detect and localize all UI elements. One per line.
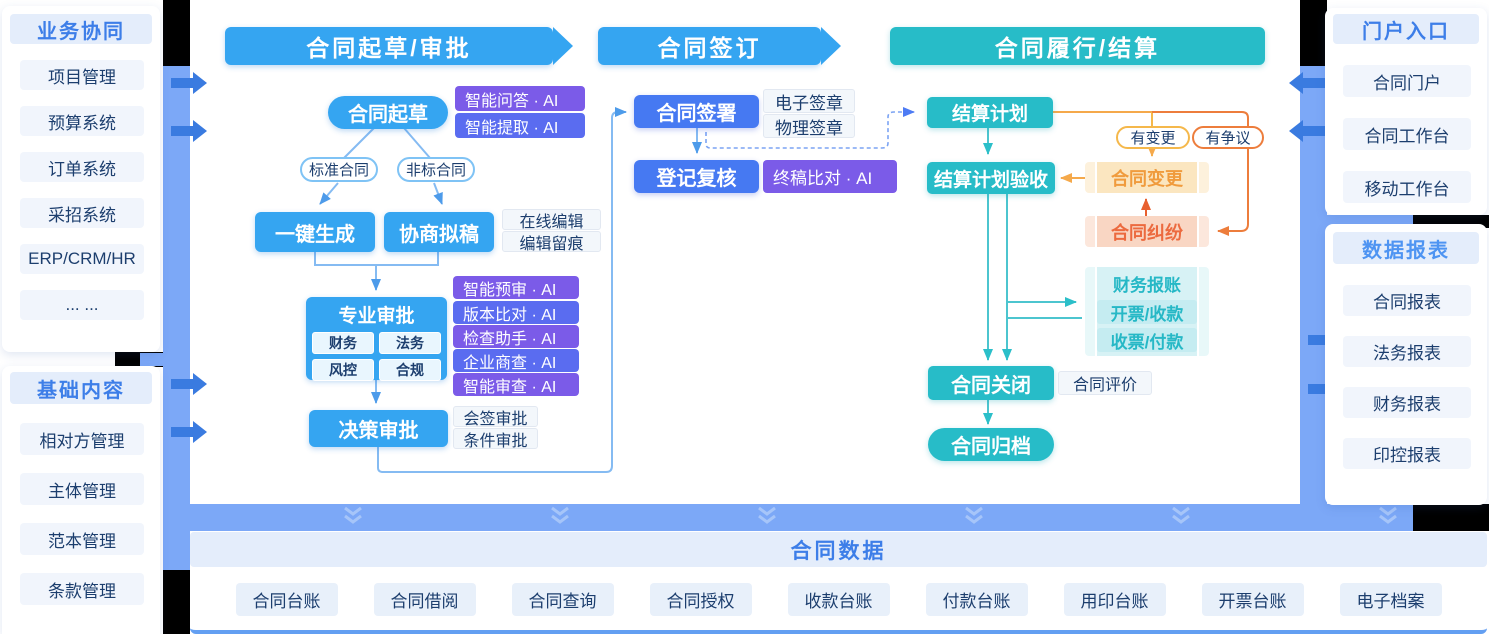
sidebar-item-entity-mgmt: 主体管理 (20, 473, 144, 505)
data-item-payment-ledger: 付款台账 (925, 583, 1028, 616)
ai-tag-check-assistant: 检查助手 · AI (453, 325, 579, 348)
node-register-review: 登记复核 (634, 160, 759, 193)
contract-data-items: 合同台账 合同借阅 合同查询 合同授权 收款台账 付款台账 用印台账 开票台账 … (190, 583, 1487, 616)
node-contract-close: 合同关闭 (928, 366, 1054, 400)
sub-compliance: 合规 (379, 359, 441, 381)
sidebar-item-project-mgmt: 项目管理 (20, 60, 144, 90)
contract-data-bar: 合同数据 合同台账 合同借阅 合同查询 合同授权 收款台账 付款台账 用印台账 … (190, 531, 1487, 634)
branch-standard-contract: 标准合同 (300, 157, 378, 182)
left-connector-band (163, 66, 190, 570)
tag-physical-seal: 物理签章 (763, 114, 855, 138)
professional-approval-label: 专业审批 (338, 306, 415, 327)
node-contract-change: 合同变更 (1085, 162, 1209, 193)
node-settlement-plan: 结算计划 (927, 97, 1053, 128)
node-financial-reimbursement: 财务报账 开票/收款 收票/付款 (1085, 267, 1209, 356)
sidebar-item-order-system: 订单系统 (20, 152, 144, 182)
tag-online-edit: 在线编辑 (502, 209, 601, 231)
tag-conditional-approval: 条件审批 (453, 428, 538, 450)
node-negotiated-draft: 协商拟稿 (384, 212, 494, 252)
bg-gap (1413, 504, 1489, 531)
phase-header-performance-settlement: 合同履行/结算 (890, 27, 1265, 65)
tag-edit-trace: 编辑留痕 (502, 231, 601, 253)
tag-electronic-seal: 电子签章 (763, 89, 855, 113)
panel-business-collaboration: 业务协同 项目管理 预算系统 订单系统 采招系统 ERP/CRM/HR ... … (2, 6, 160, 352)
tag-receipt-payment: 收票/付款 (1097, 328, 1197, 352)
data-item-contract-borrow: 合同借阅 (373, 583, 476, 616)
sidebar-item-contract-report: 合同报表 (1343, 285, 1471, 316)
panel-business-title: 业务协同 (10, 14, 152, 44)
node-contract-sign: 合同签署 (634, 95, 759, 128)
node-contract-dispute: 合同纠纷 (1085, 216, 1209, 247)
node-settlement-acceptance: 结算计划验收 (927, 162, 1055, 194)
sub-risk: 风控 (312, 359, 374, 381)
branch-nonstandard-contract: 非标合同 (397, 157, 475, 182)
professional-approval-subs: 财务 法务 风控 合规 (306, 332, 447, 381)
financial-reimbursement-label: 财务报账 (1113, 276, 1181, 295)
left-band-stub (140, 353, 190, 366)
sidebar-item-seal-report: 印控报表 (1343, 438, 1471, 469)
ai-tag-smart-preview: 智能预审 · AI (453, 276, 579, 299)
ai-tag-final-compare: 终稿比对 · AI (763, 160, 897, 193)
tag-invoice-receipt: 开票/收款 (1097, 300, 1197, 324)
panel-portal-title: 门户入口 (1333, 14, 1479, 44)
bg-gap (1300, 0, 1327, 66)
label-has-dispute: 有争议 (1192, 126, 1264, 149)
sidebar-item-mobile-workbench: 移动工作台 (1343, 171, 1471, 203)
node-contract-draft: 合同起草 (328, 96, 448, 129)
sidebar-item-budget-system: 预算系统 (20, 106, 144, 136)
sidebar-item-more: ... ... (20, 290, 144, 320)
panel-base-title: 基础内容 (10, 372, 152, 404)
data-item-contract-query: 合同查询 (511, 583, 614, 616)
ai-tag-version-compare: 版本比对 · AI (453, 301, 579, 324)
right-connector-band (1300, 66, 1327, 531)
panel-data-reports: 数据报表 合同报表 法务报表 财务报表 印控报表 (1325, 224, 1487, 505)
data-item-contract-authorize: 合同授权 (649, 583, 752, 616)
sidebar-item-procurement-system: 采招系统 (20, 198, 144, 228)
sub-legal: 法务 (379, 332, 441, 354)
bg-gap (163, 0, 190, 66)
bg-gap (163, 570, 190, 634)
sidebar-item-clause-mgmt: 条款管理 (20, 573, 144, 605)
phase-header-signing: 合同签订 (598, 27, 821, 65)
ai-tag-smart-review: 智能审查 · AI (453, 373, 579, 396)
panel-reports-title: 数据报表 (1333, 232, 1479, 264)
panel-base-content: 基础内容 相对方管理 主体管理 范本管理 条款管理 (2, 366, 160, 634)
sidebar-item-finance-report: 财务报表 (1343, 387, 1471, 418)
data-item-contract-ledger: 合同台账 (235, 583, 338, 616)
tag-contract-evaluation: 合同评价 (1058, 371, 1152, 395)
node-decision-approval: 决策审批 (309, 410, 448, 447)
sidebar-item-contract-portal: 合同门户 (1343, 65, 1471, 97)
panel-portal-entry: 门户入口 合同门户 合同工作台 移动工作台 (1325, 8, 1487, 215)
node-contract-archive: 合同归档 (928, 428, 1054, 461)
data-item-invoice-ledger: 开票台账 (1201, 583, 1304, 616)
label-has-change: 有变更 (1116, 126, 1190, 149)
sidebar-item-counterparty-mgmt: 相对方管理 (20, 423, 144, 455)
tag-joint-sign-approval: 会签审批 (453, 406, 538, 428)
ai-tag-company-check: 企业商查 · AI (453, 349, 579, 372)
sidebar-item-erp-crm-hr: ERP/CRM/HR (20, 244, 144, 274)
phase-header-draft-approval: 合同起草/审批 (225, 27, 553, 65)
node-professional-approval: 专业审批 财务 法务 风控 合规 (306, 297, 447, 381)
data-item-receipt-ledger: 收款台账 (787, 583, 890, 616)
sidebar-item-legal-report: 法务报表 (1343, 336, 1471, 367)
node-one-click-generate: 一键生成 (255, 212, 375, 252)
data-item-e-archive: 电子档案 (1339, 583, 1442, 616)
ai-tag-smart-extract: 智能提取 · AI (455, 113, 585, 138)
contract-data-title: 合同数据 (190, 532, 1487, 567)
sidebar-item-template-mgmt: 范本管理 (20, 523, 144, 555)
band-chevrons (344, 506, 1397, 524)
bottom-connector-band (163, 504, 1413, 531)
sidebar-item-contract-workbench: 合同工作台 (1343, 118, 1471, 150)
data-item-seal-ledger: 用印台账 (1063, 583, 1166, 616)
ai-tag-smart-qa: 智能问答 · AI (455, 86, 585, 111)
sub-finance: 财务 (312, 332, 374, 354)
